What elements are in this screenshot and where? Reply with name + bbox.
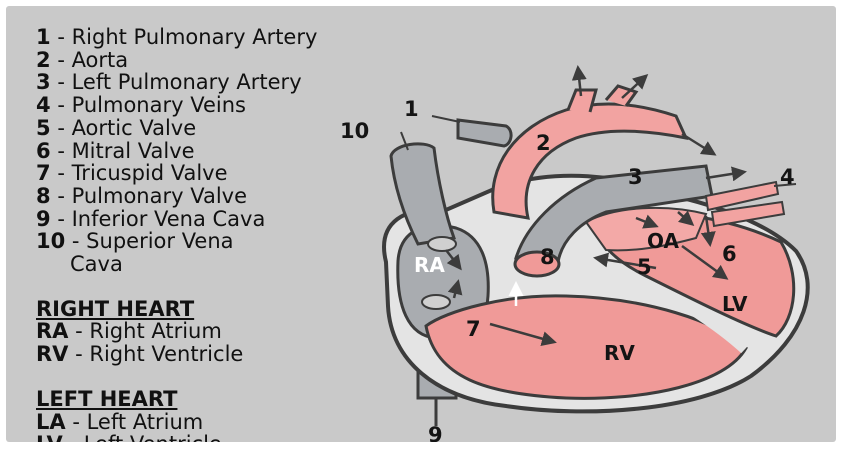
label-10: 10 bbox=[340, 119, 369, 143]
heart-illustration: 1 2 3 4 5 6 7 8 9 10 RA RV OA LV bbox=[6, 6, 836, 442]
label-3: 3 bbox=[628, 165, 643, 189]
tricuspid-valve-bottom bbox=[422, 295, 450, 309]
label-7: 7 bbox=[466, 317, 481, 341]
label-ra: RA bbox=[414, 253, 445, 277]
label-2: 2 bbox=[536, 131, 551, 155]
label-rv: RV bbox=[604, 341, 635, 365]
label-oa: OA bbox=[647, 229, 679, 253]
label-4: 4 bbox=[780, 165, 795, 189]
diagram-panel: 1 - Right Pulmonary Artery 2 - Aorta 3 -… bbox=[6, 6, 836, 442]
right-pulmonary-artery bbox=[458, 120, 511, 146]
label-5: 5 bbox=[637, 255, 652, 279]
label-6: 6 bbox=[722, 242, 737, 266]
tricuspid-valve-top bbox=[428, 237, 456, 251]
label-8: 8 bbox=[540, 245, 555, 269]
label-lv: LV bbox=[722, 292, 748, 316]
label-1: 1 bbox=[404, 97, 419, 121]
label-9: 9 bbox=[428, 423, 443, 442]
pulmonary-veins bbox=[706, 182, 784, 226]
